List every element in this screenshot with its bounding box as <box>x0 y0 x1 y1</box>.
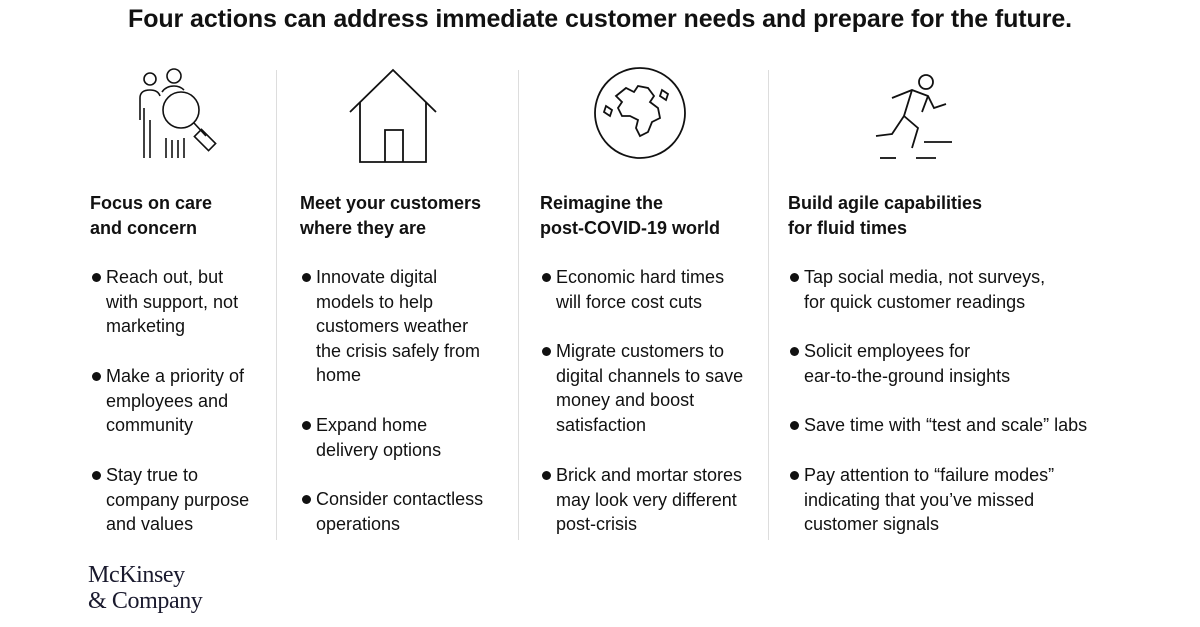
list-item: Consider contactless operations <box>300 487 483 536</box>
column-title: Focus on care and concern <box>90 193 213 238</box>
list-item: Migrate customers to digital channels to… <box>540 339 743 437</box>
globe-icon <box>592 66 692 162</box>
column-title: Build agile capabilities for fluid times <box>788 193 983 238</box>
list-item: Brick and mortar stores may look very di… <box>540 463 742 537</box>
list-item: Make a priority of employees and communi… <box>90 364 244 438</box>
running-person-icon <box>872 72 958 162</box>
column-title: Reimagine the post-COVID-19 world <box>540 193 721 238</box>
list-item: Tap social media, not surveys, for quick… <box>788 265 1045 314</box>
list-item: Reach out, but with support, not marketi… <box>90 265 238 339</box>
list-item: Save time with “test and scale” labs <box>788 413 1087 438</box>
column-divider <box>276 70 277 540</box>
column-divider <box>768 70 769 540</box>
column-title: Meet your customers where they are <box>300 193 482 238</box>
magnifier-people-icon <box>134 68 234 164</box>
mckinsey-logo: McKinsey & Company <box>88 562 203 614</box>
list-item: Expand home delivery options <box>300 413 441 462</box>
house-icon <box>348 68 438 164</box>
list-item: Solicit employees for ear-to-the-ground … <box>788 339 1010 388</box>
list-item: Pay attention to “failure modes” indicat… <box>788 463 1054 537</box>
list-item: Economic hard times will force cost cuts <box>540 265 724 314</box>
page-title: Four actions can address immediate custo… <box>128 5 1072 33</box>
list-item: Innovate digital models to help customer… <box>300 265 480 388</box>
list-item: Stay true to company purpose and values <box>90 463 249 537</box>
column-divider <box>518 70 519 540</box>
